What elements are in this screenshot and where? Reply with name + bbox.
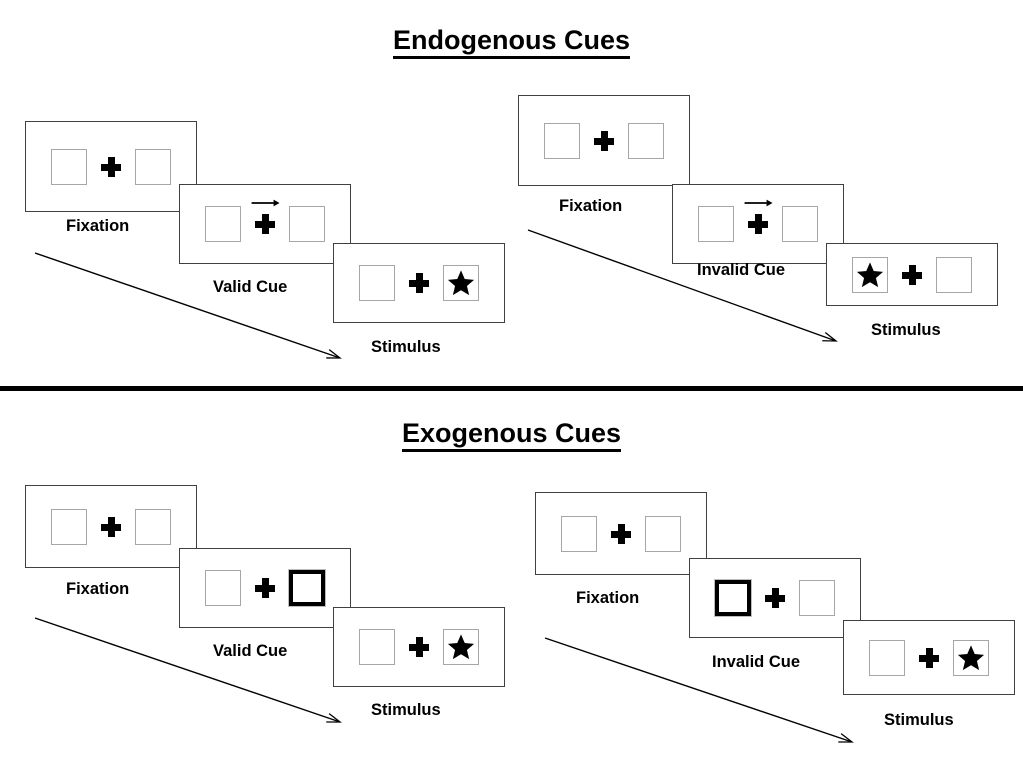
fixation-cross-icon [611,523,631,544]
star-icon [447,633,475,661]
stage-caption-exogenous-invalid-fixation: Fixation [576,589,640,607]
star-icon [447,269,475,297]
target-box-left [359,629,395,665]
display-area [359,265,479,301]
display-area [869,639,989,676]
stage-caption-endogenous-invalid-cue: Invalid Cue [697,261,786,279]
target-box-right [443,265,479,301]
target-box-left-cued [714,579,752,617]
time-progression-arrow-icon-endogenous-valid [34,252,342,359]
target-box-right [443,629,479,665]
section-title-exogenous-text: Exogenous Cues [401,418,622,452]
display-area [544,122,664,159]
target-box-right [289,206,325,242]
target-box-left [51,148,87,185]
display-area [714,579,835,617]
target-box-left [359,265,395,301]
target-box-left [544,122,580,159]
target-box-right [936,256,972,293]
stage-caption-endogenous-valid-cue: Valid Cue [213,278,288,296]
stage-caption-exogenous-valid-fixation: Fixation [66,580,130,598]
stage-caption-exogenous-valid-stimulus: Stimulus [371,701,441,719]
fixation-cross-icon [744,199,773,234]
fixation-cross-icon [919,647,939,668]
trial-panel-endogenous-invalid-stimulus [826,243,998,306]
stage-caption-endogenous-valid-stimulus: Stimulus [371,338,441,356]
stage-caption-exogenous-valid-cue: Valid Cue [213,642,288,660]
trial-panel-endogenous-valid-fixation [25,121,197,212]
fixation-cross-icon [409,273,429,293]
trial-panel-endogenous-invalid-fixation [518,95,690,186]
display-area [359,629,479,665]
display-area [852,256,972,293]
stage-caption-endogenous-valid-fixation: Fixation [66,217,130,235]
target-box-right [135,148,171,185]
section-title-endogenous: Endogenous Cues [0,25,1023,59]
trial-panel-exogenous-valid-fixation [25,485,197,568]
trial-panel-exogenous-invalid-stimulus [843,620,1015,695]
target-box-left [561,515,597,552]
trial-panel-exogenous-invalid-cue [689,558,861,638]
fixation-cross-icon [101,516,121,537]
fixation-cross-icon [101,156,121,177]
fixation-cross-icon [594,130,614,151]
display-area [698,199,818,242]
stage-caption-endogenous-invalid-stimulus: Stimulus [871,321,941,339]
target-box-right-cued [288,569,326,607]
display-area [51,508,171,545]
trial-panel-exogenous-valid-stimulus [333,607,505,687]
target-box-left [869,639,905,676]
display-area [205,199,325,242]
fixation-cross-icon [902,264,922,285]
display-area [561,515,681,552]
right-arrow-cue-icon [251,198,280,208]
section-divider [0,386,1023,391]
time-progression-arrow-icon-exogenous-invalid [544,637,854,743]
star-icon [856,261,884,289]
fixation-cross-icon [765,588,785,608]
right-arrow-cue-icon [744,198,773,208]
trial-panel-exogenous-invalid-fixation [535,492,707,575]
target-box-right [953,639,989,676]
fixation-cross-icon [251,199,280,234]
display-area [205,569,326,607]
target-box-right [628,122,664,159]
target-box-left [205,570,241,606]
stage-caption-endogenous-invalid-fixation: Fixation [559,197,623,215]
target-box-right [799,580,835,616]
target-box-right [782,206,818,242]
target-box-right [645,515,681,552]
target-box-left [698,206,734,242]
section-title-endogenous-text: Endogenous Cues [392,25,630,59]
trial-panel-endogenous-invalid-cue [672,184,844,264]
fixation-cross-icon [409,637,429,657]
target-box-left [205,206,241,242]
trial-panel-endogenous-valid-stimulus [333,243,505,323]
trial-panel-endogenous-valid-cue [179,184,351,264]
section-title-exogenous: Exogenous Cues [0,418,1023,452]
target-box-left [51,508,87,545]
fixation-cross-icon [255,578,275,598]
trial-panel-exogenous-valid-cue [179,548,351,628]
target-box-left [852,256,888,293]
stage-caption-exogenous-invalid-stimulus: Stimulus [884,711,954,729]
stage-caption-exogenous-invalid-cue: Invalid Cue [712,653,801,671]
star-icon [957,644,985,672]
display-area [51,148,171,185]
time-progression-arrow-icon-exogenous-valid [34,617,342,723]
target-box-right [135,508,171,545]
